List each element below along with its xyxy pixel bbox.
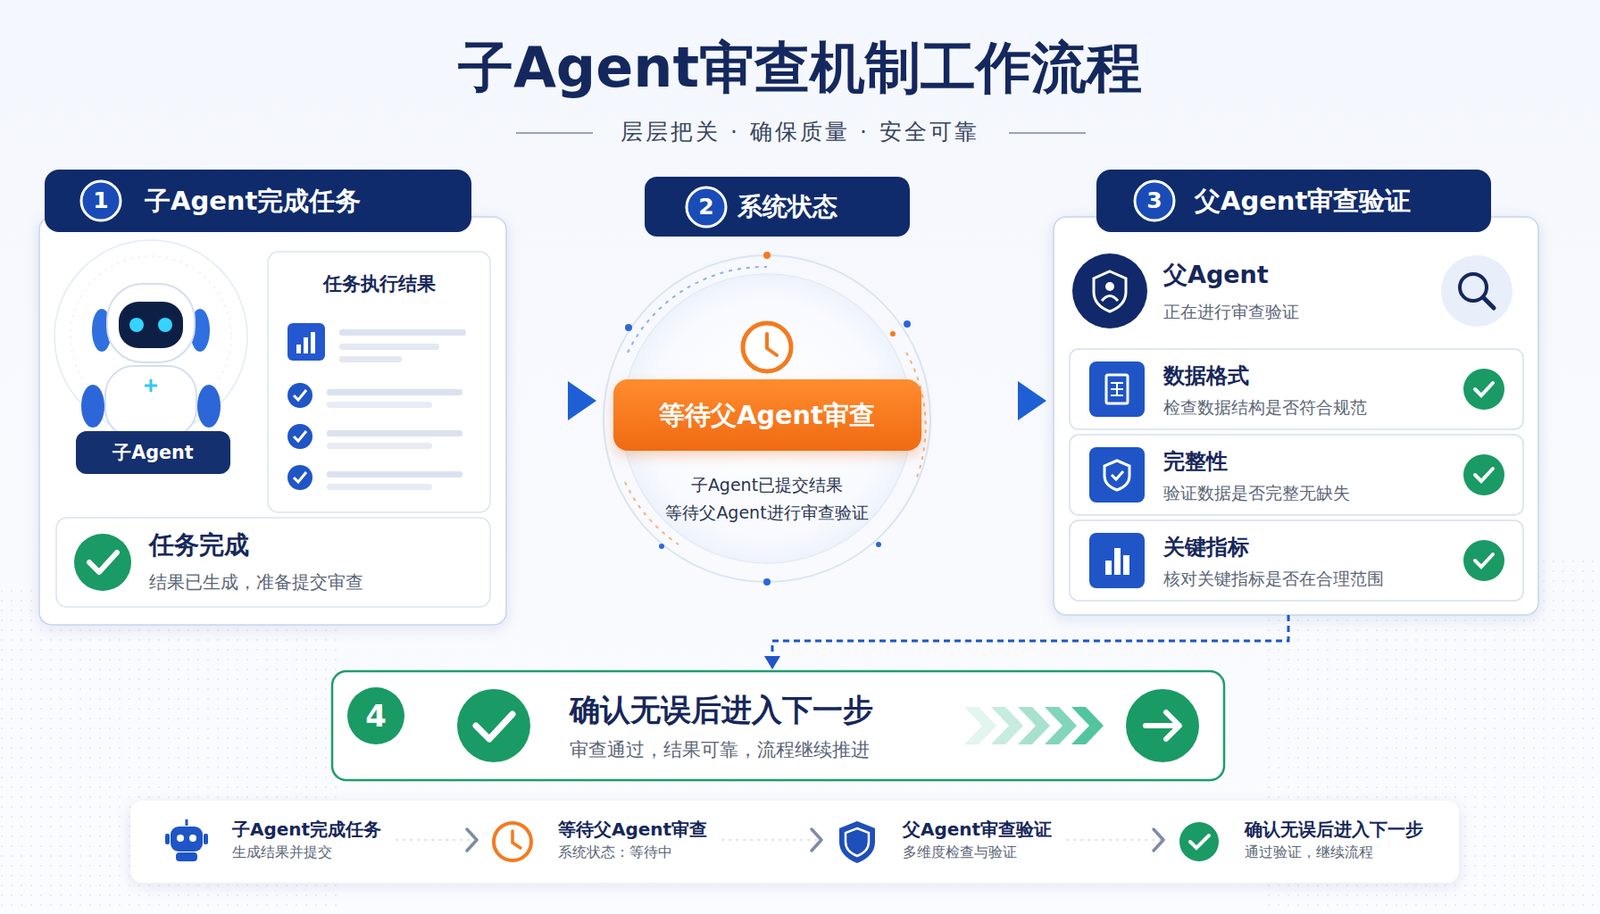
agent-status: 正在进行审查验证: [1163, 300, 1300, 324]
task-panel: 子Agent完成任务子Agent 任务执行结果任务完成结果已生成，准备提交审查: [39, 169, 507, 625]
summary-step: 父Agent审查验证多维度检查与验证: [833, 816, 1056, 864]
flow-connector: [1066, 829, 1164, 851]
waiting-pill: 等待父Agent审查: [613, 379, 922, 451]
arrow-head: [1017, 381, 1047, 421]
flow-connector: [939, 381, 1047, 421]
flow-connector: [721, 829, 822, 851]
flow-connector: [395, 829, 477, 851]
check-row: 完整性验证数据是否完整无缺失: [1069, 434, 1524, 516]
node-text: 数据格式: [1163, 361, 1250, 391]
diagram-title: 子Agent审查机制工作流程: [0, 30, 1600, 106]
card-title: 任务执行结果: [267, 269, 491, 299]
agent-badge: 子Agent: [75, 431, 231, 475]
summary-step: 确认无误后进入下一步通过验证，继续流程: [1175, 816, 1427, 864]
chevron: [811, 829, 822, 851]
node-text: 父Agent审查验证: [902, 816, 1052, 842]
node-text: 多维度检查与验证: [902, 841, 1052, 864]
node-text: 等待父Agent审查: [558, 816, 708, 842]
step-line: [1066, 839, 1164, 842]
node-text: 通过验证，继续流程: [1244, 841, 1424, 864]
node-text: 确认无误后进入下一步: [569, 689, 874, 731]
arrow-head: [567, 381, 597, 421]
node-text: 关键指标: [1163, 533, 1250, 562]
node-text: 子Agent: [75, 431, 231, 475]
node-text: 系统状态：等待中: [558, 841, 708, 864]
status-circle: 系统状态子Agent已提交结果 等待父Agent进行审查验证 等待父Agent审查: [603, 176, 931, 585]
node-text: 核对关键指标是否在合理范围: [1163, 566, 1384, 591]
node-text: 验证数据是否完整无缺失: [1163, 481, 1350, 505]
callout-number: 4: [354, 694, 398, 738]
result-box: 确认无误后进入下一步审查通过，结果可靠，流程继续推进: [332, 671, 1225, 781]
step-line: [395, 839, 477, 842]
flow-connector: [764, 615, 1289, 670]
status-card: 任务完成结果已生成，准备提交审查: [56, 517, 491, 608]
node-text: 检查数据结构是否符合规范: [1163, 395, 1367, 419]
check-row: 关键指标核对关键指标是否在合理范围: [1069, 520, 1524, 601]
callout-number: 2: [686, 187, 726, 227]
step-line: [721, 839, 822, 842]
agent-name: 父Agent: [1163, 258, 1269, 292]
result-card: 任务执行结果: [267, 251, 491, 513]
node-text: 确认无误后进入下一步: [1244, 816, 1424, 842]
node-text: 子Agent完成任务: [232, 816, 382, 842]
chevron: [1153, 829, 1164, 851]
arrow-shaft: [515, 393, 570, 409]
check-row: 数据格式检查数据结构是否符合规范: [1069, 349, 1524, 430]
chevron: [466, 829, 477, 851]
flow-connector: [515, 381, 597, 421]
arrow-head: [764, 656, 781, 670]
review-panel: 父Agent审查验证数据格式检查数据结构是否符合规范完整性验证数据是否完整无缺失…: [1053, 169, 1539, 616]
callout-number: 1: [81, 181, 121, 221]
summary-step: 等待父Agent审查系统状态：等待中: [489, 816, 711, 864]
arrow-shaft: [939, 393, 1020, 409]
node-text: 任务完成: [149, 528, 250, 563]
summary-step: 子Agent完成任务生成结果并提交: [163, 816, 385, 864]
panel-heading: 系统状态: [737, 176, 838, 237]
node-text: 等待父Agent审查: [613, 379, 922, 451]
panel-heading: 子Agent完成任务: [144, 169, 361, 233]
callout-number: 3: [1134, 181, 1175, 221]
node-text: 结果已生成，准备提交审查: [149, 569, 364, 595]
dashed-connector: [772, 615, 1289, 659]
node-text: 子Agent已提交结果 等待父Agent进行审查验证: [633, 471, 901, 527]
subtitle: 层层把关 · 确保质量 · 安全可靠: [0, 116, 1600, 148]
node-text: 生成结果并提交: [232, 841, 382, 864]
node-text: 完整性: [1163, 447, 1228, 476]
panel-heading: 父Agent审查验证: [1194, 169, 1411, 233]
node-text: 审查通过，结果可靠，流程继续推进: [569, 737, 870, 763]
